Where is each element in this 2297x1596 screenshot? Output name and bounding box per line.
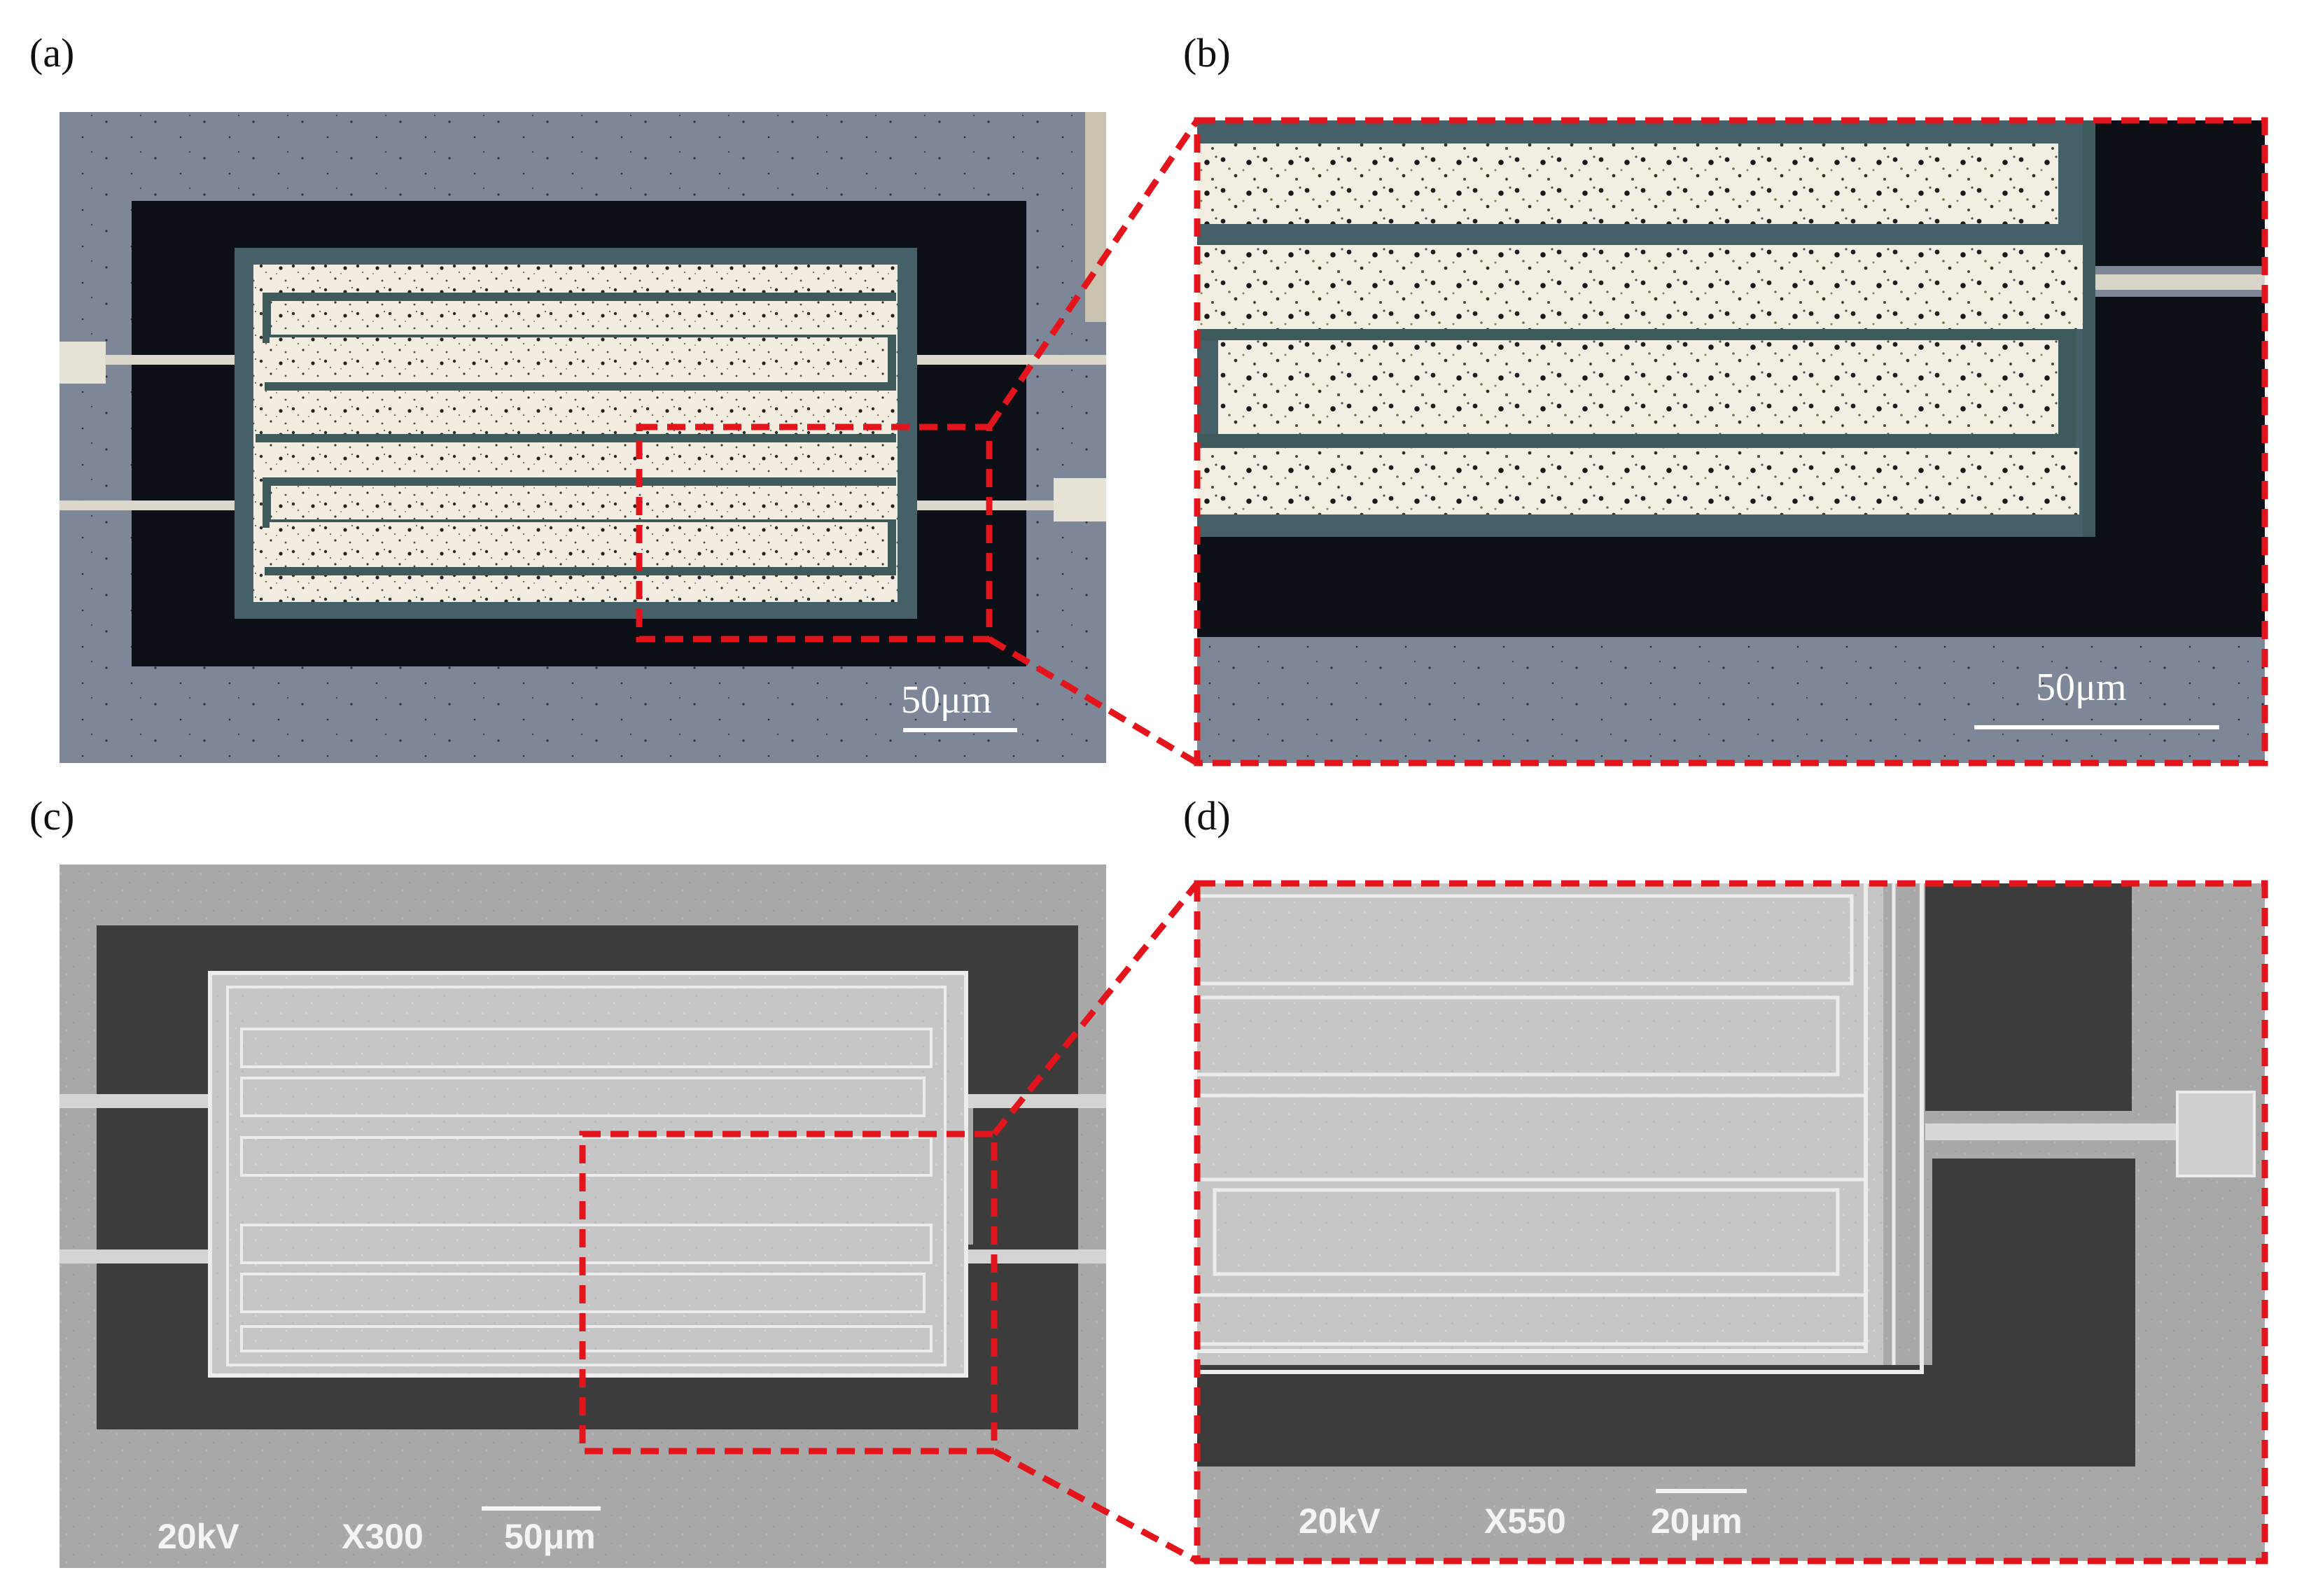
- panel-c-magnification: X300: [342, 1517, 424, 1556]
- panel-b-scale-bar: [1974, 725, 2219, 729]
- panel-d-scale-bar: [1656, 1489, 1747, 1493]
- zoom-connector-c-top: [991, 881, 1200, 1136]
- panel-b-zoom-frame: [1194, 117, 2268, 766]
- panel-c-zoom-box: [579, 1130, 998, 1455]
- panel-c-scale-label: 50μm: [504, 1517, 596, 1556]
- panel-a-label: (a): [29, 30, 74, 76]
- panel-c-label: (c): [29, 793, 74, 839]
- optical-micrograph-a: 50μm: [60, 112, 1106, 763]
- panel-d-label: (d): [1183, 793, 1231, 839]
- panel-c-voltage: 20kV: [158, 1517, 239, 1556]
- panel-b-label: (b): [1183, 30, 1231, 76]
- sem-micrograph-d: 20kV X550 20μm: [1197, 883, 2265, 1561]
- panel-a-zoom-box: [636, 424, 993, 643]
- optical-micrograph-b: 50μm: [1197, 120, 2265, 763]
- zoom-connector-c-bottom: [992, 1448, 1199, 1564]
- panel-b-scale-label: 50μm: [2036, 666, 2127, 709]
- panel-d-magnification: X550: [1484, 1502, 1566, 1541]
- zoom-connector-a-bottom: [987, 636, 1199, 766]
- panel-d-scale-label: 20μm: [1651, 1502, 1743, 1541]
- panel-d-voltage: 20kV: [1299, 1502, 1381, 1541]
- zoom-connector-a-top: [986, 118, 1200, 429]
- panel-a-scale-label: 50μm: [901, 678, 992, 722]
- panel-a-scale-bar: [903, 728, 1017, 732]
- panel-c-scale-bar: [482, 1506, 601, 1511]
- panel-d-zoom-frame: [1194, 880, 2268, 1564]
